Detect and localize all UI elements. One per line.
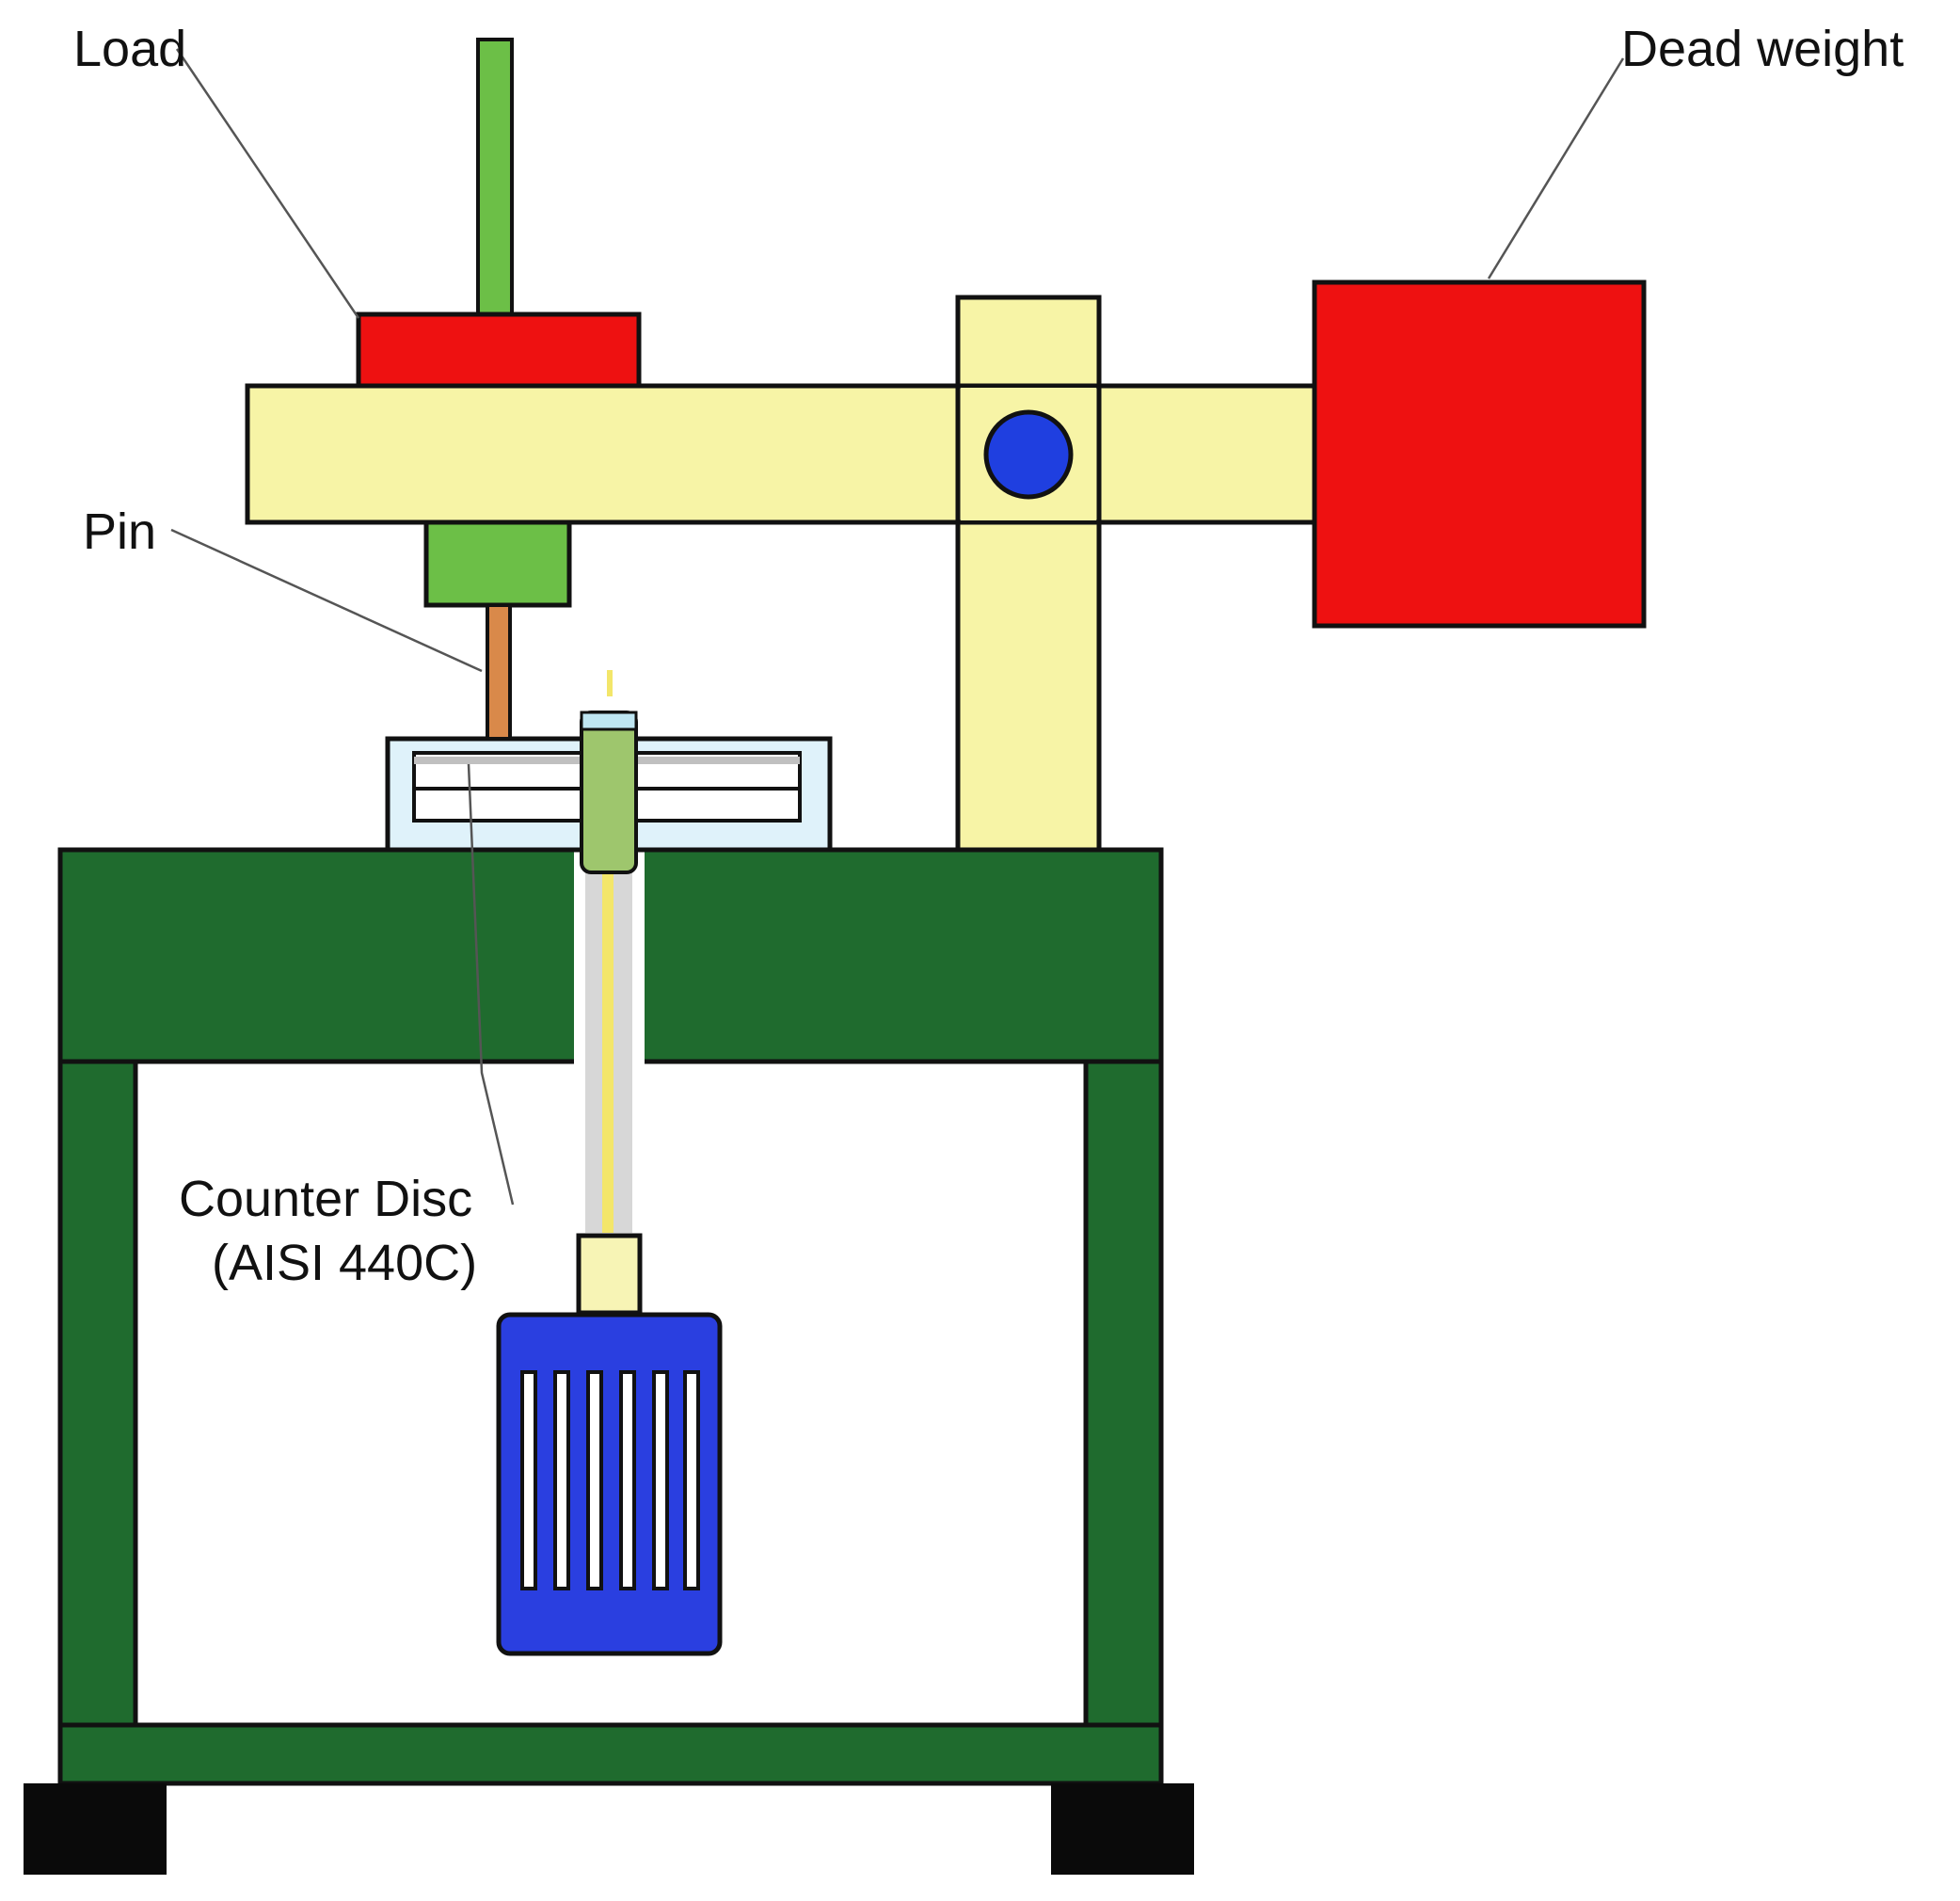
- bottom-crossbar: [57, 1722, 1164, 1786]
- support-column: [955, 295, 1102, 853]
- load-block: [356, 312, 642, 389]
- load-label: Load: [73, 21, 186, 77]
- left-leg: [57, 1059, 138, 1728]
- counter-disc-label: Counter Disc: [179, 1171, 472, 1227]
- right-foot: [1051, 1783, 1194, 1875]
- lever-arm: [245, 383, 1318, 525]
- motor-fins: [520, 1370, 700, 1590]
- counter-disc-leader: [467, 763, 515, 1206]
- counter-disc-holder: [385, 670, 833, 874]
- right-leg: [1083, 1059, 1164, 1728]
- drive-shaft: [574, 850, 645, 1236]
- pin-label: Pin: [83, 503, 156, 560]
- motor-coupling: [576, 1233, 643, 1316]
- dead-weight-leader: [1487, 57, 1625, 280]
- dead-weight-block: [1312, 280, 1647, 629]
- motor-icon: [496, 1233, 723, 1656]
- spindle-cap: [580, 711, 638, 731]
- dead-weight-label: Dead weight: [1621, 21, 1904, 77]
- load-leader: [175, 48, 360, 319]
- disc-spindle: [580, 711, 638, 874]
- shaft-core: [602, 856, 613, 1233]
- pin-holder: [423, 519, 572, 608]
- pin-leader: [170, 528, 483, 673]
- load-rod: [476, 38, 514, 316]
- pivot-icon: [983, 409, 1074, 500]
- left-foot: [24, 1783, 167, 1875]
- pin: [486, 603, 512, 741]
- counter-disc-material-label: (AISI 440C): [212, 1235, 477, 1291]
